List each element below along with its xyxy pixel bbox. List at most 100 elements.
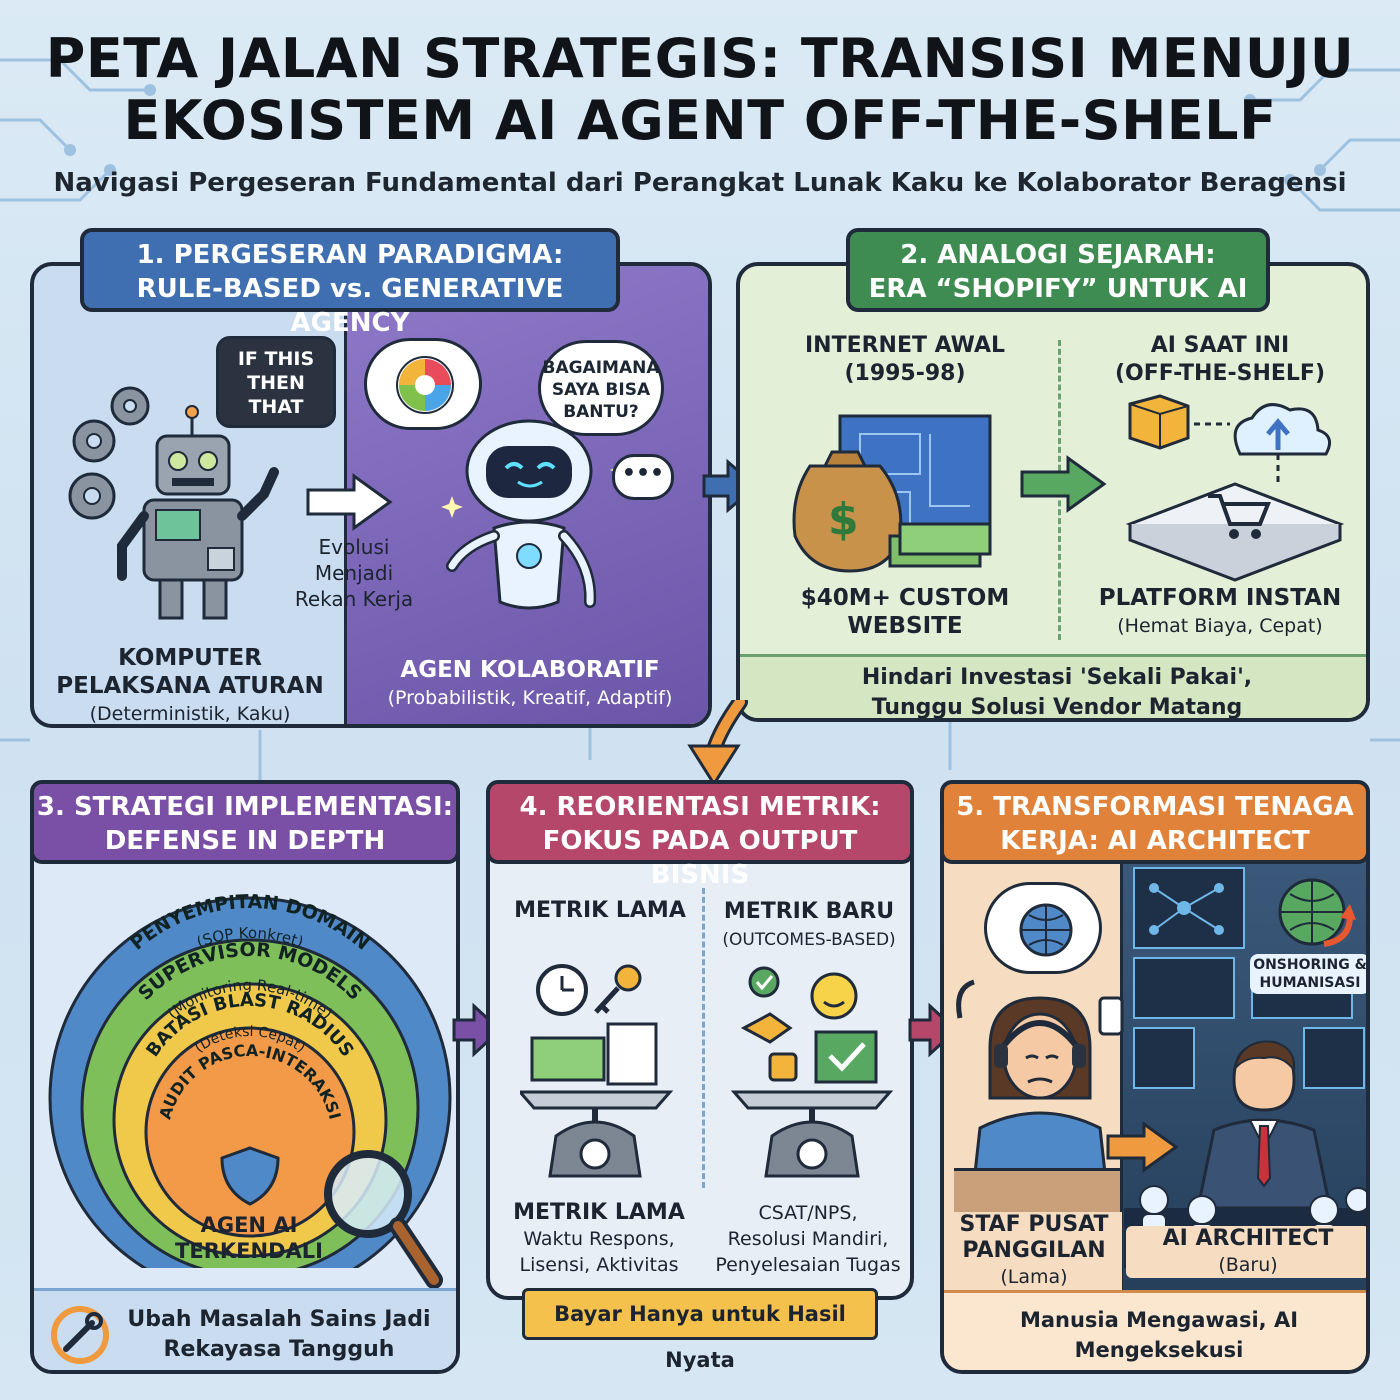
old-metric-header: METRIK LAMA	[514, 898, 686, 923]
rule-robot-label-line-1: KOMPUTER	[118, 645, 262, 671]
ai-swirl-logo-icon	[396, 356, 454, 414]
panel-paradigm-shift: IF THIS THEN THAT Evolusi Menjadi Rekan …	[30, 262, 712, 728]
panel2-footer-line-1: Hindari Investasi 'Sekali Pakai',	[861, 665, 1253, 690]
cash-icon	[530, 1036, 606, 1082]
ai-architect-title: AI ARCHITECT	[1162, 1226, 1334, 1251]
evolution-line-3: Rekan Kerja	[294, 587, 414, 611]
rule-robot-label: KOMPUTER PELAKSANA ATURAN (Deterministik…	[40, 644, 340, 724]
panel-defense-in-depth: PENYEMPITAN DOMAIN (SOP Konkret) SUPERVI…	[30, 824, 460, 1374]
panel4-header: 4. REORIENTASI METRIK: FOKUS PADA OUTPUT…	[486, 780, 914, 890]
agent-speech-bubble: BAGAIMANA SAYA BISA BANTU?	[538, 340, 664, 436]
agent-label-note: (Probabilistik, Kreatif, Adaptif)	[387, 687, 673, 709]
onshoring-badge-line-1: ONSHORING &	[1253, 957, 1367, 973]
agent-label: AGEN KOLABORATIF (Probabilistik, Kreatif…	[350, 656, 708, 712]
key-icon	[614, 964, 642, 992]
ai-now-header: AI SAAT INI (OFF-THE-SHELF)	[1070, 332, 1366, 388]
custom-website-line-2: WEBSITE	[847, 613, 963, 639]
ai-logo-cloud	[364, 338, 482, 430]
evolution-label: Evolusi Menjadi Rekan Kerja	[284, 534, 424, 612]
call-center-label-line-1: STAF PUSAT	[959, 1212, 1109, 1237]
panel4-title-line-1: 4. REORIENTASI METRIK:	[519, 792, 881, 822]
panel2-footer-line-2: Tunggu Solusi Vendor Matang	[871, 695, 1243, 720]
robot-bubble-line-2: THEN	[247, 372, 305, 394]
panel3-title-line-2: DEFENSE IN DEPTH	[104, 826, 386, 856]
shield-icon	[220, 1146, 280, 1206]
money-bag-blueprint-icon: $	[792, 414, 992, 573]
panel1-title-line-2: RULE-BASED vs. GENERATIVE AGENCY	[136, 274, 564, 338]
panel1-title-line-1: 1. PERGESERAN PARADIGMA:	[136, 240, 564, 270]
handoff-arrow-icon	[1106, 1121, 1179, 1173]
panel2-footer: Hindari Investasi 'Sekali Pakai', Tunggu…	[740, 654, 1366, 720]
evolution-line-1: Evolusi	[318, 535, 390, 559]
rule-robot-label-line-2: PELAKSANA ATURAN	[56, 673, 324, 699]
green-right-arrow-icon	[1020, 455, 1107, 513]
engineering-tool-icon	[51, 1306, 109, 1364]
evolution-line-2: Menjadi	[314, 561, 394, 585]
page-subtitle: Navigasi Pergeseran Fundamental dari Per…	[53, 168, 1347, 198]
controlled-agent-line-2: TERKENDALI	[175, 1239, 323, 1263]
desk-items	[954, 1168, 1120, 1218]
robot-thought-bubble: IF THIS THEN THAT	[216, 336, 336, 428]
call-center-label-line-2: PANGGILAN	[962, 1238, 1106, 1263]
instant-platform-title: PLATFORM INSTAN	[1098, 585, 1342, 611]
onshoring-globe-icon	[1278, 878, 1356, 947]
phone-icon	[956, 979, 975, 1019]
ai-architect-note: (Baru)	[1218, 1254, 1278, 1276]
panel5-footer: Manusia Mengawasi, AI Mengeksekusi denga…	[944, 1290, 1366, 1370]
ring-audit	[144, 1026, 356, 1238]
custom-website-line-1: $40M+ CUSTOM	[800, 585, 1010, 611]
new-metric-summary: CSAT/NPS, Resolusi Mandiri, Penyelesaian…	[702, 1200, 910, 1278]
panel4-banner-text: Bayar Hanya untuk Hasil Nyata	[554, 1302, 846, 1372]
panel3-footer-line-2: Rekayasa Tangguh	[163, 1337, 395, 1362]
svg-text:$: $	[828, 494, 859, 545]
agent-bubble-line-1: BAGAIMANA	[542, 358, 660, 378]
early-internet-title: INTERNET AWAL	[804, 333, 1006, 358]
new-metric-scale-icon	[730, 966, 894, 1178]
controlled-agent-label: AGEN AI TERKENDALI	[154, 1212, 344, 1264]
panel-metric-reorientation: METRIK LAMA METRIK BARU (OUTCOMES-BASED)…	[486, 824, 914, 1300]
panel5-footer-line-2: dengan Empati & Konsistensi	[944, 1365, 1366, 1370]
page-header: PETA JALAN STRATEGIS: TRANSISI MENUJU EK…	[0, 27, 1400, 199]
panel5-footer-line-1: Manusia Mengawasi, AI Mengeksekusi	[1019, 1308, 1299, 1362]
thumbs-up-icon	[768, 1052, 798, 1082]
panel2-header: 2. ANALOGI SEJARAH: ERA “SHOPIFY” UNTUK …	[846, 228, 1270, 312]
new-metric-note-3: Penyelesaian Tugas	[715, 1254, 901, 1276]
ai-now-note: (OFF-THE-SHELF)	[1115, 361, 1325, 386]
old-metric-scale-icon	[520, 964, 674, 1178]
new-metric-title: METRIK BARU	[723, 899, 895, 924]
agent-label-title: AGEN KOLABORATIF	[400, 657, 660, 683]
onshoring-badge-line-2: HUMANISASI	[1259, 975, 1361, 991]
early-internet-header: INTERNET AWAL (1995-98)	[760, 332, 1050, 388]
old-metric-summary-title: METRIK LAMA	[513, 1200, 685, 1225]
magnifier-icon	[324, 1150, 443, 1289]
globe-thought-bubble	[984, 882, 1102, 974]
handshake-icon	[740, 1012, 793, 1044]
panel2-title-line-2: ERA “SHOPIFY” UNTUK AI	[868, 274, 1248, 304]
new-metric-note-1: CSAT/NPS,	[758, 1202, 858, 1224]
panel-historical-analogy: INTERNET AWAL (1995-98) AI SAAT INI (OFF…	[736, 262, 1370, 722]
controlled-agent-line-1: AGEN AI	[200, 1213, 298, 1237]
panel4-banner: Bayar Hanya untuk Hasil Nyata	[522, 1288, 878, 1372]
checklist-icon	[814, 1030, 878, 1084]
custom-website-label: $40M+ CUSTOM WEBSITE	[760, 584, 1050, 640]
smiley-icon	[810, 972, 858, 1020]
panel-workforce-transformation: ONSHORING & HUMANISASI STAF PUSAT PANGGI…	[940, 824, 1370, 1374]
old-metric-summary: METRIK LAMA Waktu Respons, Lisensi, Akti…	[496, 1200, 702, 1278]
call-center-staff-label: STAF PUSAT PANGGILAN (Lama)	[946, 1212, 1122, 1290]
new-metric-note-2: Resolusi Mandiri,	[727, 1228, 889, 1250]
page-title-line-2: EKOSISTEM AI AGENT OFF-THE-SHELF	[123, 89, 1277, 152]
panel5-title-line-2: KERJA: AI ARCHITECT	[1000, 826, 1310, 856]
panel4-divider	[702, 888, 705, 1188]
robot-bubble-line-1: IF THIS	[237, 348, 315, 370]
agent-chat-dots-bubble: •••	[612, 454, 674, 500]
new-metric-note: (OUTCOMES-BASED)	[722, 930, 896, 950]
globe-icon	[1019, 903, 1073, 957]
panel3-header: 3. STRATEGI IMPLEMENTASI: DEFENSE IN DEP…	[30, 780, 460, 864]
page-title-line-1: PETA JALAN STRATEGIS: TRANSISI MENUJU	[45, 27, 1355, 90]
new-metric-header: METRIK BARU (OUTCOMES-BASED)	[704, 898, 910, 954]
panel3-footer: Ubah Masalah Sains Jadi Rekayasa Tangguh	[34, 1288, 456, 1370]
instant-platform-label: PLATFORM INSTAN (Hemat Biaya, Cepat)	[1070, 584, 1366, 640]
collaborative-agent-robot-icon	[441, 419, 638, 610]
flow-arrow-2-to-4	[687, 700, 748, 787]
